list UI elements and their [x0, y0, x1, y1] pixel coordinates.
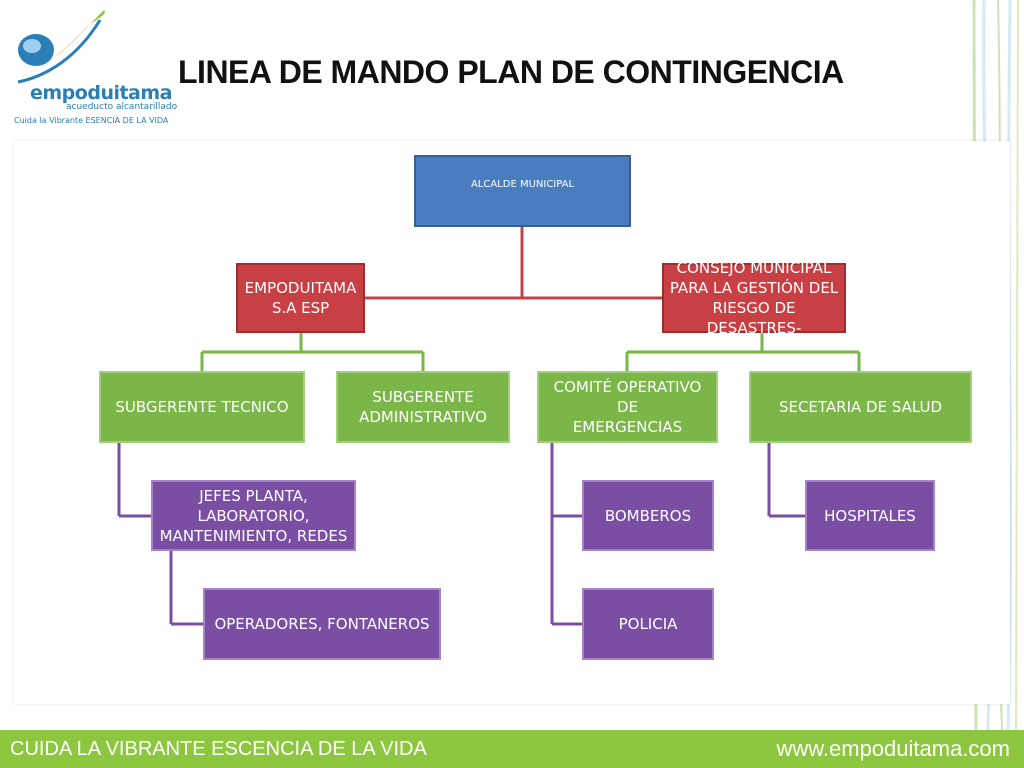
org-chart: ALCALDE MUNICIPAL EMPODUITAMA S.A ESP CO… — [14, 141, 1010, 704]
logo-tagline: Cuida la Vibrante ESENCIA DE LA VIDA — [14, 116, 169, 125]
level2-connectors — [365, 227, 662, 300]
node-subgerente-administrativo: SUBGERENTE ADMINISTRATIVO — [336, 371, 510, 443]
company-logo: empoduitama acueducto alcantarillado Cui… — [8, 6, 178, 125]
node-hospitales: HOSPITALES — [805, 480, 935, 551]
node-secretaria-salud: SECETARIA DE SALUD — [749, 371, 972, 443]
node-comite-operativo: COMITÉ OPERATIVO DE EMERGENCIAS — [537, 371, 718, 443]
connector-lines — [117, 227, 861, 626]
node-empoduitama: EMPODUITAMA S.A ESP — [236, 263, 365, 333]
node-jefes: JEFES PLANTA, LABORATORIO, MANTENIMIENTO… — [151, 480, 356, 551]
footer-website: www.empoduitama.com — [776, 736, 1010, 761]
logo-subtitle: acueducto alcantarillado — [66, 102, 178, 112]
node-subgerente-tecnico: SUBGERENTE TECNICO — [99, 371, 305, 443]
node-consejo-municipal: CONSEJO MUNICIPAL PARA LA GESTIÓN DEL RI… — [662, 259, 846, 337]
level4-connectors — [117, 443, 805, 626]
node-alcalde-municipal: ALCALDE MUNICIPAL — [414, 155, 631, 227]
node-policia: POLICIA — [582, 588, 714, 660]
logo-mark-icon — [17, 10, 105, 84]
level3-connectors — [200, 333, 861, 371]
footer-bar: CUIDA LA VIBRANTE ESCENCIA DE LA VIDA ww… — [0, 730, 1024, 768]
footer-slogan: CUIDA LA VIBRANTE ESCENCIA DE LA VIDA — [10, 738, 427, 760]
node-operadores: OPERADORES, FONTANEROS — [203, 588, 441, 660]
slide-title: LINEA DE MANDO PLAN DE CONTINGENCIA — [178, 54, 844, 90]
logo-name: empoduitama — [30, 82, 173, 104]
node-bomberos: BOMBEROS — [582, 480, 714, 551]
